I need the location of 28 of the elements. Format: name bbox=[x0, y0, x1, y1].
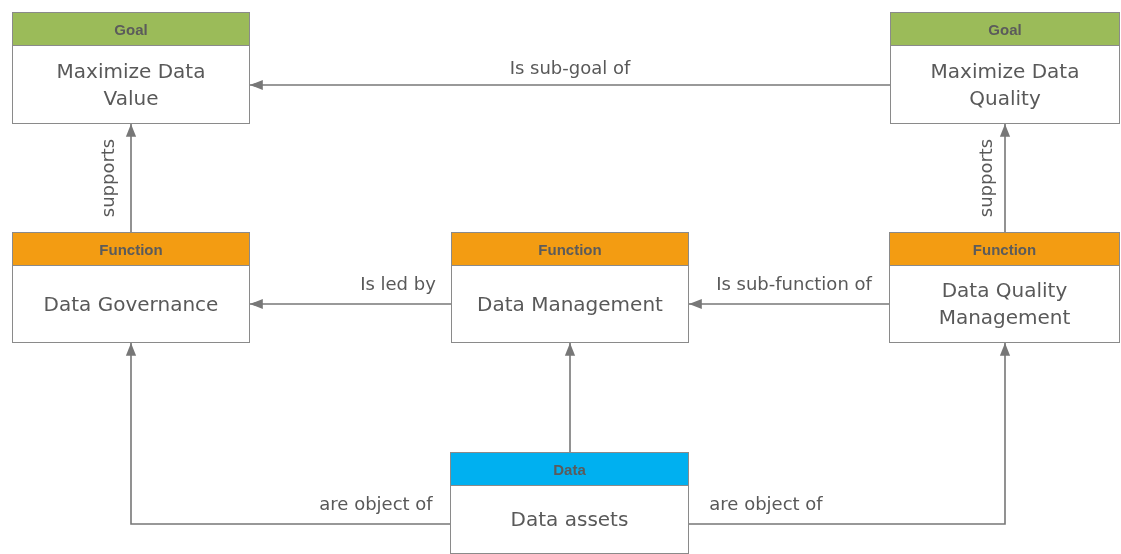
category-header: Function bbox=[452, 233, 688, 266]
arrow bbox=[688, 342, 1011, 525]
arrow bbox=[249, 298, 452, 310]
edge-label: are object of bbox=[317, 493, 435, 515]
concept-box bbox=[890, 12, 1120, 124]
concept-box bbox=[451, 232, 689, 343]
arrow bbox=[249, 79, 891, 91]
concept-label: Maximize Data Quality bbox=[929, 57, 1081, 112]
concept-label: Data Management bbox=[477, 290, 663, 318]
category-header: Goal bbox=[13, 13, 249, 46]
category-header: Function bbox=[890, 233, 1119, 266]
arrow bbox=[999, 123, 1011, 233]
concept-box bbox=[12, 232, 250, 343]
arrow bbox=[125, 342, 451, 525]
concept-label: Data Governance bbox=[43, 290, 219, 318]
concept-box bbox=[450, 452, 689, 554]
concept-box bbox=[12, 12, 250, 124]
concept-label: Data assets bbox=[510, 506, 629, 533]
concept-box bbox=[889, 232, 1120, 343]
concept-label: Maximize Data Value bbox=[55, 57, 207, 112]
category-header: Function bbox=[13, 233, 249, 266]
edge-label: are object of bbox=[707, 493, 825, 515]
arrow bbox=[125, 123, 137, 233]
category-header: Data bbox=[451, 453, 688, 486]
arrow bbox=[688, 298, 890, 310]
arrow bbox=[564, 342, 576, 453]
concept-label: Data Quality Management bbox=[937, 277, 1072, 331]
category-header: Goal bbox=[891, 13, 1119, 46]
